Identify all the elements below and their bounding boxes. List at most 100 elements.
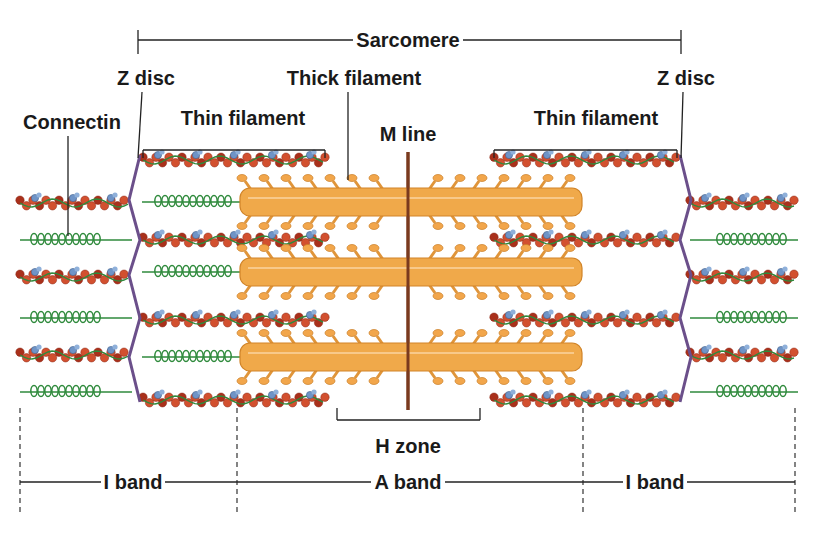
actin-bead <box>120 270 128 278</box>
troponin <box>624 309 629 314</box>
part-label: Thin filament <box>531 107 661 129</box>
connectin-filament <box>690 234 798 245</box>
connectin-coil <box>45 312 51 323</box>
troponin <box>586 389 591 394</box>
troponin <box>624 389 629 394</box>
myosin-head <box>369 175 379 182</box>
myosin-head <box>521 330 531 337</box>
myosin-head <box>303 175 313 182</box>
connectin-coil <box>766 234 772 245</box>
connectin-coil <box>162 266 168 277</box>
connectin-coil <box>52 386 58 397</box>
connectin-coil <box>218 351 224 362</box>
connectin-coil <box>745 234 751 245</box>
part-label: I band <box>623 471 688 493</box>
troponin <box>74 266 79 271</box>
troponin <box>662 309 667 314</box>
band-boundary <box>582 408 583 512</box>
leader-line <box>138 92 142 158</box>
myosin-head <box>521 378 531 385</box>
connectin-coil <box>752 386 758 397</box>
myosin-head <box>237 245 247 252</box>
connectin-coil <box>73 386 79 397</box>
myosin-head <box>543 223 553 230</box>
thick-filament-shaft <box>240 188 582 216</box>
troponin <box>624 229 629 234</box>
myosin-head <box>369 330 379 337</box>
myosin-head <box>565 293 575 300</box>
connectin-coil <box>38 234 44 245</box>
connectin-coil <box>766 312 772 323</box>
myosin-head <box>543 378 553 385</box>
myosin-head <box>259 378 269 385</box>
troponin <box>197 389 202 394</box>
bracket-tick <box>493 150 494 158</box>
troponin <box>782 192 787 197</box>
myosin-head <box>303 378 313 385</box>
myosin-head <box>325 175 335 182</box>
connectin-coil <box>176 351 182 362</box>
troponin <box>548 389 553 394</box>
connectin-coil <box>73 312 79 323</box>
connectin-coil <box>218 196 224 207</box>
thin-filament <box>139 309 329 327</box>
myosin-head <box>543 245 553 252</box>
connectin-coil <box>87 386 93 397</box>
myosin-head <box>477 330 487 337</box>
troponin <box>112 266 117 271</box>
myosin-head <box>521 245 531 252</box>
connectin-coil <box>155 351 161 362</box>
connectin-coil <box>176 266 182 277</box>
thick-filament-shaft <box>240 343 582 371</box>
myosin-head <box>281 223 291 230</box>
connectin-coil <box>738 386 744 397</box>
shaft-highlight <box>248 352 574 354</box>
part-label: M line <box>377 123 440 145</box>
myosin-head <box>499 223 509 230</box>
myosin-head <box>499 175 509 182</box>
myosin-head <box>369 223 379 230</box>
connectin-coil <box>197 351 203 362</box>
connectin-coil <box>731 312 737 323</box>
leader-line <box>347 92 348 180</box>
bracket-tick <box>336 408 337 420</box>
troponin <box>273 229 278 234</box>
troponin <box>159 309 164 314</box>
myosin-head <box>477 378 487 385</box>
troponin <box>510 229 515 234</box>
myosin-head <box>543 175 553 182</box>
connectin-coil <box>225 351 231 362</box>
myosin-head <box>455 330 465 337</box>
connectin-filament <box>20 234 132 245</box>
myosin-head <box>433 378 443 385</box>
myosin-head <box>281 330 291 337</box>
myosin-head <box>499 245 509 252</box>
myosin-head <box>433 293 443 300</box>
connectin-coil <box>780 386 786 397</box>
thin-filament-bracket <box>494 149 677 150</box>
myosin-head <box>477 245 487 252</box>
connectin-filament <box>20 312 132 323</box>
band-boundary <box>236 408 237 512</box>
myosin-head <box>521 175 531 182</box>
connectin-filament <box>690 386 798 397</box>
connectin-coil <box>190 266 196 277</box>
part-label: Z disc <box>114 67 178 89</box>
connectin-coil <box>66 312 72 323</box>
myosin-head <box>347 378 357 385</box>
thin-filament <box>16 266 128 284</box>
m-line <box>407 152 410 410</box>
connectin-filament <box>20 386 132 397</box>
myosin-head <box>455 378 465 385</box>
troponin <box>74 344 79 349</box>
myosin-head <box>347 330 357 337</box>
troponin <box>744 266 749 271</box>
myosin-head <box>477 223 487 230</box>
myosin-head <box>477 175 487 182</box>
thin-filament <box>686 192 798 210</box>
myosin-head <box>281 293 291 300</box>
myosin-head <box>259 223 269 230</box>
band-boundary <box>794 408 795 512</box>
troponin <box>586 229 591 234</box>
troponin <box>510 389 515 394</box>
